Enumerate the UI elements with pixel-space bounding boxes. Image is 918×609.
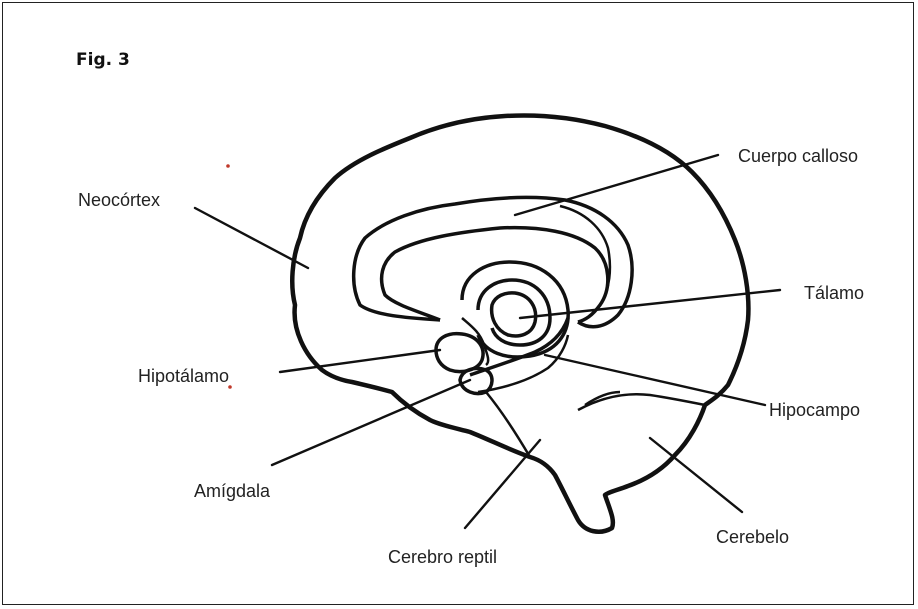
label-cerebelo: Cerebelo <box>716 527 790 547</box>
leader-neocortex <box>193 206 310 270</box>
ventricle-curve <box>559 204 612 306</box>
leader-cerebro-reptil <box>463 438 542 530</box>
label-hipocampo: Hipocampo <box>769 400 861 420</box>
leader-hipotalamo <box>278 348 442 374</box>
brain-outline <box>290 113 751 534</box>
label-hipotalamo: Hipotálamo <box>138 366 230 386</box>
marker-dot <box>228 385 232 389</box>
hippocampus-lower <box>477 334 570 394</box>
leader-hipocampo <box>543 353 767 407</box>
label-cuerpo-calloso: Cuerpo calloso <box>738 146 859 166</box>
leader-talamo <box>518 288 782 320</box>
thalamus-ring <box>476 278 552 347</box>
hypothalamus-shape <box>434 331 485 374</box>
label-amigdala: Amígdala <box>194 481 271 501</box>
leader-cerebelo <box>648 436 744 514</box>
corpus-callosum-inner <box>379 225 610 324</box>
hypothalamus-stalk <box>461 317 490 366</box>
label-talamo: Tálamo <box>804 283 865 303</box>
brainstem-line <box>485 391 532 458</box>
thalamus-core <box>489 291 538 338</box>
label-neocortex: Neocórtex <box>78 190 161 210</box>
amygdala-shape <box>458 366 494 396</box>
marker-dot <box>226 164 230 168</box>
leader-cuerpo-calloso <box>513 153 720 217</box>
figure-title: Fig. 3 <box>76 50 130 70</box>
corpus-callosum-outer <box>351 195 634 329</box>
thalamus-outer <box>460 260 570 359</box>
label-cerebro-reptil: Cerebro reptil <box>388 547 498 567</box>
leader-amigdala <box>270 378 472 467</box>
cerebellum-fold <box>577 393 706 412</box>
cerebellum-fold-2 <box>584 390 621 407</box>
